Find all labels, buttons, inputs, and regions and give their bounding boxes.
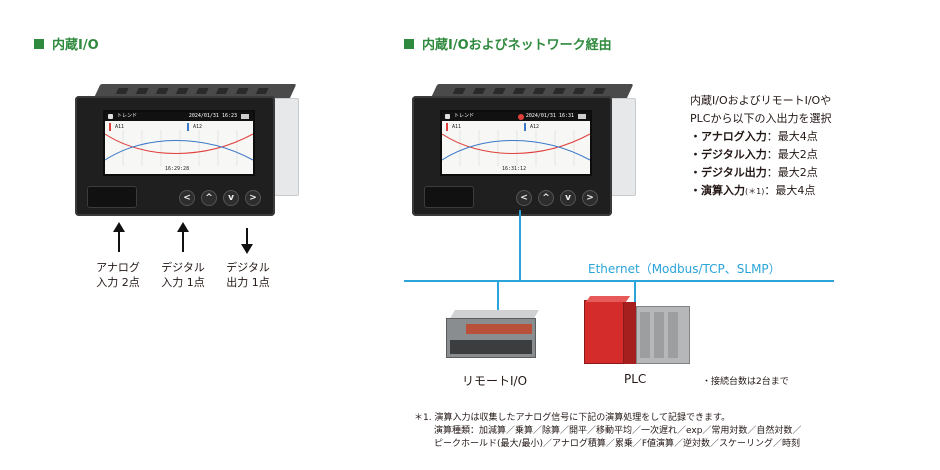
io-selection-description: 内蔵I/OおよびリモートI/Oや PLCから以下の入出力を選択 ・アナログ入力：… (690, 92, 831, 201)
channel-tag-b: A12 (524, 123, 539, 131)
arrow-shaft (246, 228, 248, 246)
arrow-up-icon (113, 222, 125, 232)
trend-curve-b (105, 140, 253, 161)
mounting-bracket (608, 98, 636, 196)
screen-datetime: 2024/01/31 16:31 (525, 113, 574, 119)
mounting-bracket (271, 98, 299, 196)
arrow-shaft (118, 230, 120, 252)
down-key-icon[interactable]: v (560, 190, 576, 206)
screen-datetime: 2024/01/31 16:23 (188, 113, 237, 119)
device-screen: トレンド 2024/01/31 16:31 A11 A12 16:31:12 (440, 110, 592, 176)
screen-time: 16:29:28 (165, 166, 190, 172)
screen-status-bar: トレンド 2024/01/31 16:23 (105, 112, 253, 121)
left-key-icon[interactable]: < (179, 190, 195, 206)
screen-status-bar: トレンド 2024/01/31 16:31 (442, 112, 590, 121)
device-front-panel: トレンド 2024/01/31 16:23 A11 A12 16:29:28 <… (75, 96, 275, 216)
screen-time: 16:31:12 (502, 166, 527, 172)
screen-mode-label: トレンド (454, 113, 475, 119)
channel-tag-a: A11 (109, 123, 124, 131)
device-front-panel: トレンド 2024/01/31 16:31 A11 A12 16:31:12 <… (412, 96, 612, 216)
heading-builtin-network: 内蔵I/Oおよびネットワーク経由 (404, 34, 612, 53)
io-label-digital-input: デジタル 入力 1点 (161, 261, 205, 289)
channel-tag-a: A11 (446, 123, 461, 131)
footnote-line-1: ＊1. 演算入力は収集したアナログ信号に下記の演算処理をして記録できます。 (414, 413, 731, 423)
arrow-shaft (182, 230, 184, 252)
heading-builtin-io-text: 内蔵I/O (52, 38, 99, 53)
recorder-device-left: トレンド 2024/01/31 16:23 A11 A12 16:29:28 <… (75, 84, 305, 224)
trend-curve-b (442, 140, 590, 161)
right-key-icon[interactable]: > (245, 190, 261, 206)
screen-mode-label: トレンド (117, 113, 138, 119)
heading-builtin-network-text: 内蔵I/Oおよびネットワーク経由 (422, 38, 612, 53)
network-drop-remote-io (497, 280, 499, 316)
left-key-icon[interactable]: < (516, 190, 532, 206)
trend-graph (105, 130, 253, 166)
footnote-line-2: 演算種類：加減算／乗算／除算／開平／移動平均／一次遅れ／exp／常用対数／自然対… (434, 426, 802, 436)
remote-io-label: リモートI/O (462, 374, 528, 388)
trend-curve-a (442, 133, 590, 154)
remote-io-module (446, 310, 542, 362)
lock-icon (108, 114, 113, 119)
heading-builtin-io: 内蔵I/O (34, 34, 99, 53)
desc-item: ・デジタル出力：最大2点 (690, 166, 818, 179)
plc-unit (584, 296, 696, 368)
device-screen: トレンド 2024/01/31 16:23 A11 A12 16:29:28 (103, 110, 255, 176)
io-label-analog-input: アナログ 入力 2点 (96, 261, 140, 289)
channel-tag-b: A12 (187, 123, 202, 131)
green-square-icon (404, 38, 414, 49)
rec-badge-icon (578, 114, 586, 119)
usb-cover (424, 186, 474, 208)
usb-cover (87, 186, 137, 208)
down-key-icon[interactable]: v (223, 190, 239, 206)
rec-badge-icon (241, 114, 249, 119)
green-square-icon (34, 38, 44, 49)
network-drop-plc (634, 280, 636, 304)
network-error-icon (518, 114, 524, 120)
trend-graph (442, 130, 590, 166)
up-key-icon[interactable]: ^ (538, 190, 554, 206)
right-key-icon[interactable]: > (582, 190, 598, 206)
lock-icon (445, 114, 450, 119)
plc-label: PLC (624, 372, 647, 386)
footnote-line-3: ピークホールド(最大/最小)／アナログ積算／累乗／F値演算／逆対数／スケーリング… (434, 439, 801, 449)
network-drop-device (519, 210, 521, 282)
ethernet-protocol-label: Ethernet（Modbus/TCP、SLMP） (588, 262, 781, 276)
recorder-device-right: トレンド 2024/01/31 16:31 A11 A12 16:31:12 <… (412, 84, 642, 224)
connection-count-note: ・接続台数は2台まで (702, 377, 789, 387)
io-label-digital-output: デジタル 出力 1点 (226, 261, 270, 289)
up-key-icon[interactable]: ^ (201, 190, 217, 206)
desc-item: ・アナログ入力：最大4点 (690, 130, 818, 143)
desc-item: ・演算入力(＊1)：最大4点 (690, 184, 816, 197)
arrow-down-icon (241, 244, 253, 254)
trend-curve-a (105, 133, 253, 154)
arrow-up-icon (177, 222, 189, 232)
ethernet-bus-line (404, 280, 834, 282)
desc-item: ・デジタル入力：最大2点 (690, 148, 818, 161)
